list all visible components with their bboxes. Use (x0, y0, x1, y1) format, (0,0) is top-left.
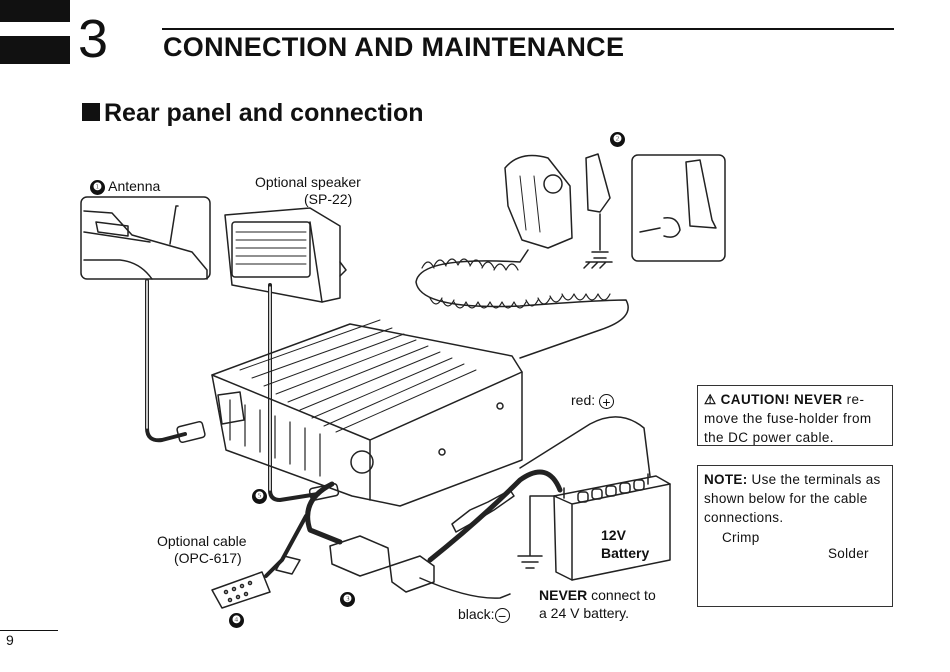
car-window (95, 221, 129, 237)
cable-label-1: Optional cable (157, 533, 247, 549)
antenna-label: ❶ Antenna (90, 178, 160, 195)
black-text: black: (458, 606, 495, 622)
car-outline (83, 210, 208, 280)
speaker-grille (231, 221, 311, 278)
mic-hanger (585, 153, 611, 213)
note-box: NOTE: Use the terminals as shown below f… (697, 465, 893, 607)
mic-hanger-num-icon: ❷ (610, 132, 625, 147)
battery-label: 12V Battery (601, 526, 649, 562)
black-label: black:− (458, 606, 510, 623)
antenna-cable (145, 279, 187, 443)
caution-prefix: ⚠ CAUTION! NEVER (704, 392, 843, 407)
opt-cable-num: ❹ (229, 611, 244, 628)
caution-text2: move the fuse-holder from (704, 411, 872, 426)
ground-symbol (517, 495, 557, 569)
black-power-wire (427, 469, 563, 563)
fuse-holder (451, 489, 515, 533)
transceiver-body (211, 323, 523, 507)
plus-icon: + (599, 394, 615, 409)
chapter-number: 3 (78, 9, 109, 69)
chapter-tab-top (0, 0, 70, 22)
antenna-socket (217, 391, 245, 425)
rear-jack (350, 450, 374, 474)
note-text3: connections. (704, 510, 784, 525)
red-text: red: (571, 392, 596, 408)
solder-label: Solder (828, 546, 869, 561)
never-bold: NEVER (539, 587, 588, 603)
note-text2: shown below for the cable (704, 491, 868, 506)
red-power-wire (519, 416, 651, 477)
section-title: Rear panel and connection (82, 99, 424, 128)
cable-label-2: (OPC-617) (174, 550, 242, 566)
dc-cable-num-icon: ❸ (340, 592, 355, 607)
speaker-body (224, 207, 341, 303)
title-rule (162, 28, 894, 30)
section-square-icon (82, 103, 100, 121)
caution-text1: re- (842, 392, 865, 407)
db9-connector (211, 571, 271, 609)
speaker-label-1: Optional speaker (255, 174, 361, 190)
dc-plug-2 (389, 555, 435, 593)
speaker-label-2: (SP-22) (304, 191, 353, 207)
caution-box: ⚠ CAUTION! NEVER re- move the fuse-holde… (697, 385, 893, 446)
red-label: red: + (571, 392, 615, 409)
never-rest1: connect to (587, 587, 656, 603)
note-prefix: NOTE: (704, 472, 748, 487)
dc-cable-num: ❸ (340, 590, 355, 607)
opt-cable-num-icon: ❹ (229, 613, 244, 628)
battery-voltage: 12V (601, 527, 626, 543)
antenna-text: Antenna (108, 178, 161, 194)
battery-text: Battery (601, 545, 650, 561)
page-number: 9 (6, 632, 14, 648)
antenna-num-icon: ❶ (90, 180, 105, 195)
optional-cable (264, 514, 308, 578)
mic-cord (415, 249, 629, 359)
antenna-connector (176, 420, 206, 444)
battery-body (553, 475, 671, 581)
minus-icon: − (494, 608, 510, 623)
section-title-text: Rear panel and connection (104, 99, 424, 127)
mic-hanger-num: ❷ (610, 130, 625, 147)
page-rule (0, 630, 58, 631)
crimp-label: Crimp (722, 530, 760, 545)
hanger-detail-box (631, 154, 726, 262)
antenna-car-box (80, 196, 211, 280)
antenna-whip (169, 205, 179, 245)
chapter-tab-bottom (0, 36, 70, 64)
speaker-jack-num: ❺ (252, 487, 267, 504)
mic-knob (543, 174, 563, 194)
black-wire-left (305, 481, 343, 545)
speaker-plug (308, 483, 340, 501)
caution-text3: the DC power cable. (704, 430, 834, 445)
microphone-body (504, 154, 573, 249)
note-text1: Use the terminals as (747, 472, 881, 487)
speaker-jack-num-icon: ❺ (252, 489, 267, 504)
chapter-title: CONNECTION AND MAINTENANCE (163, 32, 625, 62)
never-rest2: a 24 V battery. (539, 605, 630, 621)
never-note: NEVER connect to a 24 V battery. (539, 586, 656, 622)
